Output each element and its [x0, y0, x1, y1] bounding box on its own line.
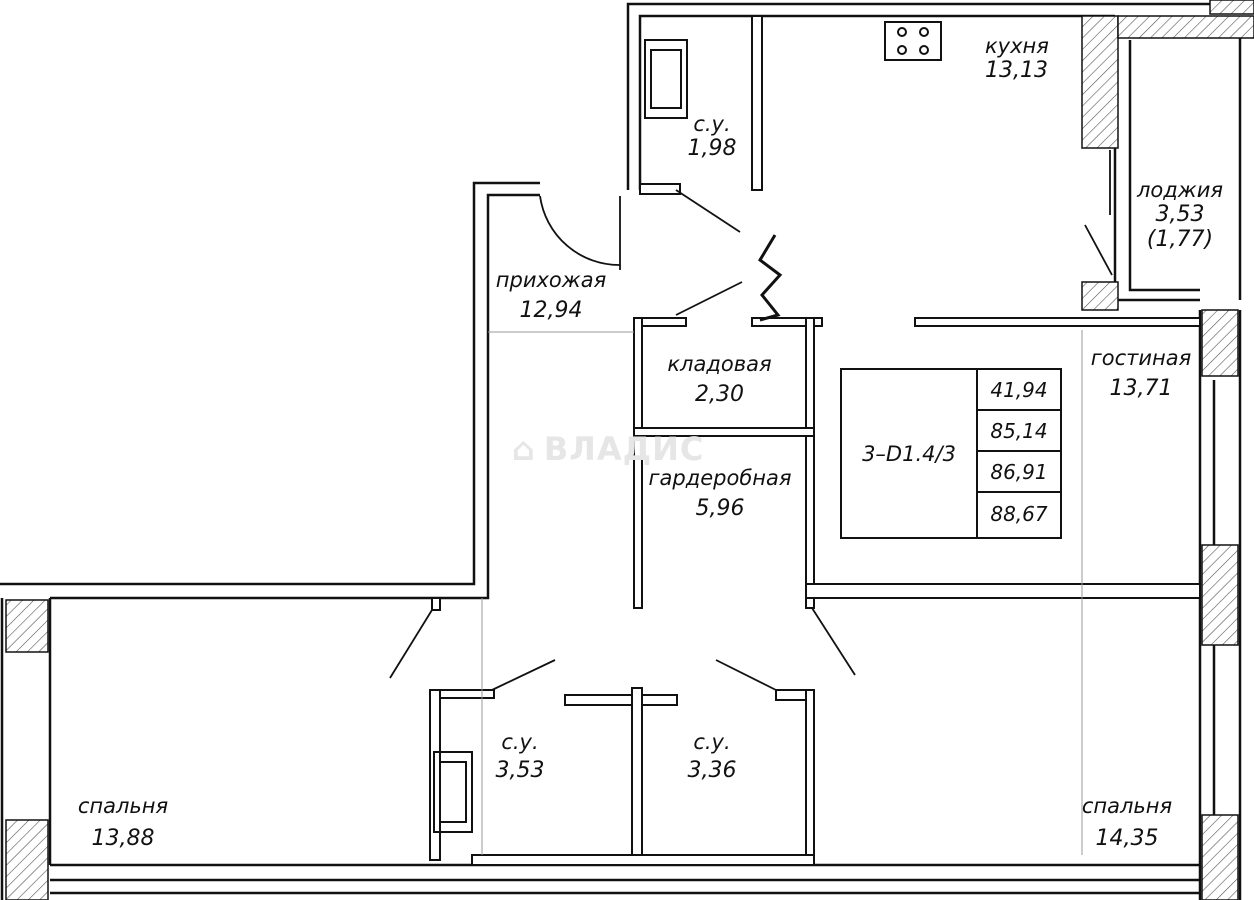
summary-value: 88,67 — [990, 501, 1048, 526]
room-name: кладовая — [667, 352, 772, 376]
room-area: 13,71 — [1109, 376, 1173, 402]
hatched-wall-sections — [5, 0, 1254, 900]
room-label-wc-top: с.у. 1,98 — [682, 112, 742, 161]
summary-value: 41,94 — [978, 370, 1060, 411]
room-label-wc-left: с.у. 3,53 — [488, 730, 552, 783]
room-label-loggia: лоджия 3,53 (1,77) — [1136, 178, 1224, 253]
room-area: 3,53 — [1155, 202, 1205, 228]
sink-icons — [433, 39, 688, 833]
room-label-hall: прихожая 12,94 — [495, 268, 607, 323]
room-area: 1,98 — [687, 136, 737, 162]
room-name: с.у. — [501, 730, 539, 754]
room-name: лоджия — [1137, 178, 1223, 202]
room-name: кухня — [985, 34, 1049, 58]
room-label-storage: кладовая 2,30 — [662, 352, 777, 407]
room-name: спальня — [77, 794, 169, 818]
summary-value: 86,91 — [978, 452, 1060, 493]
room-area: 14,35 — [1095, 826, 1159, 852]
room-area: 12,94 — [519, 298, 583, 324]
room-label-bedroom-right: спальня 14,35 — [1072, 794, 1182, 851]
apartment-summary-table: 3–D1.4/3 41,94 85,14 86,91 88,67 — [840, 368, 1062, 539]
room-name: с.у. — [693, 112, 731, 136]
summary-value: 85,14 — [978, 411, 1060, 452]
room-name: прихожая — [495, 268, 607, 292]
room-area: 3,53 — [495, 758, 545, 784]
room-area: 5,96 — [695, 496, 745, 522]
doors — [389, 150, 1113, 691]
room-label-bedroom-left: спальня 13,88 — [68, 794, 178, 851]
room-label-wc-right: с.у. 3,36 — [680, 730, 744, 783]
room-area: 13,13 — [985, 58, 1048, 84]
room-name: гардеробная — [648, 466, 792, 490]
room-area: 3,36 — [687, 758, 737, 784]
room-label-living: гостиная 13,71 — [1080, 346, 1202, 401]
room-area-reduced: (1,77) — [1146, 227, 1214, 253]
apartment-code: 3–D1.4/3 — [842, 370, 978, 537]
house-icon: ⌂ — [512, 430, 536, 468]
room-area: 2,30 — [695, 382, 744, 408]
watermark-text: ВЛАДИС — [543, 430, 705, 468]
stove-icon — [884, 21, 942, 61]
watermark: ⌂ ВЛАДИС — [512, 430, 704, 468]
room-name: гостиная — [1090, 346, 1192, 370]
room-label-kitchen: кухня 13,13 — [985, 34, 1049, 84]
room-name: спальня — [1081, 794, 1173, 818]
room-name: с.у. — [693, 730, 731, 754]
zigzag-vent — [758, 234, 783, 322]
dimension-lines — [481, 330, 1083, 855]
room-label-wardrobe: гардеробная 5,96 — [644, 466, 796, 521]
room-area: 13,88 — [91, 826, 155, 852]
